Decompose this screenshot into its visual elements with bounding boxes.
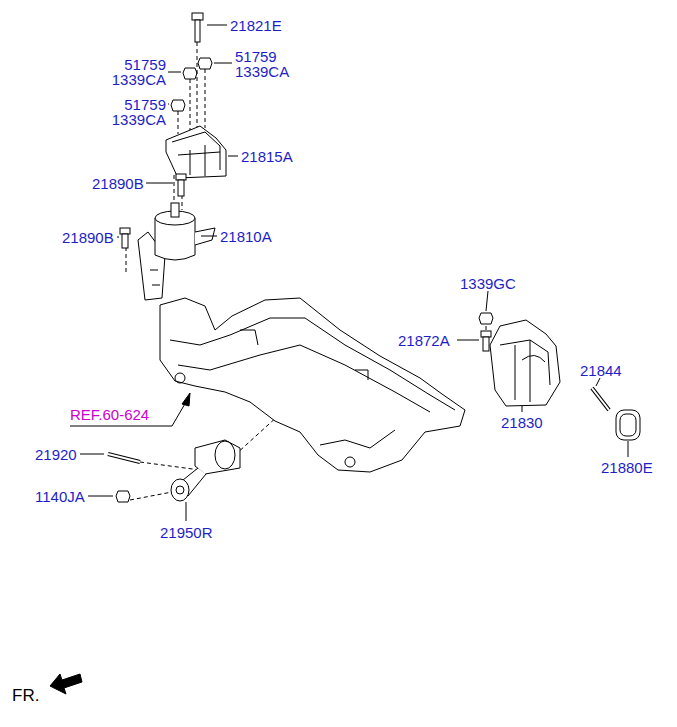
cover-plug (616, 410, 640, 457)
callout-number: 21920 (35, 447, 77, 462)
transmission-mount (457, 291, 560, 412)
roll-rod (171, 440, 240, 521)
nut (168, 58, 232, 111)
bolt (192, 13, 227, 42)
bolt (80, 454, 140, 502)
callout-number: 21950R (160, 525, 213, 540)
callout-number: 21815A (241, 149, 293, 164)
callout-number: 1140JA (35, 489, 85, 504)
callout-number: 21890B (62, 230, 114, 245)
callout-number: 21810A (220, 229, 272, 244)
callout-number: 21844 (580, 363, 622, 378)
front-arrow (50, 674, 82, 694)
callout-number: 51759 1339CA (235, 49, 301, 79)
callout-number: 1339GC (460, 276, 516, 291)
engine-mount (138, 203, 217, 300)
callout-number: 21821E (230, 18, 282, 33)
callout-number: 51759 1339CA (100, 57, 166, 87)
reference-label: REF.60-624 (70, 407, 149, 422)
callout-number: 21872A (398, 333, 450, 348)
mount-bracket (166, 126, 238, 178)
callout-number: 51759 1339CA (100, 97, 166, 127)
callout-number: 21830 (501, 415, 543, 430)
assembly-axis (126, 42, 486, 500)
bolt (592, 378, 609, 410)
callout-number: 21880E (601, 460, 653, 475)
direction-label: FR. (12, 688, 39, 703)
callout-number: 21890B (92, 176, 144, 191)
reference-leader (70, 393, 190, 426)
